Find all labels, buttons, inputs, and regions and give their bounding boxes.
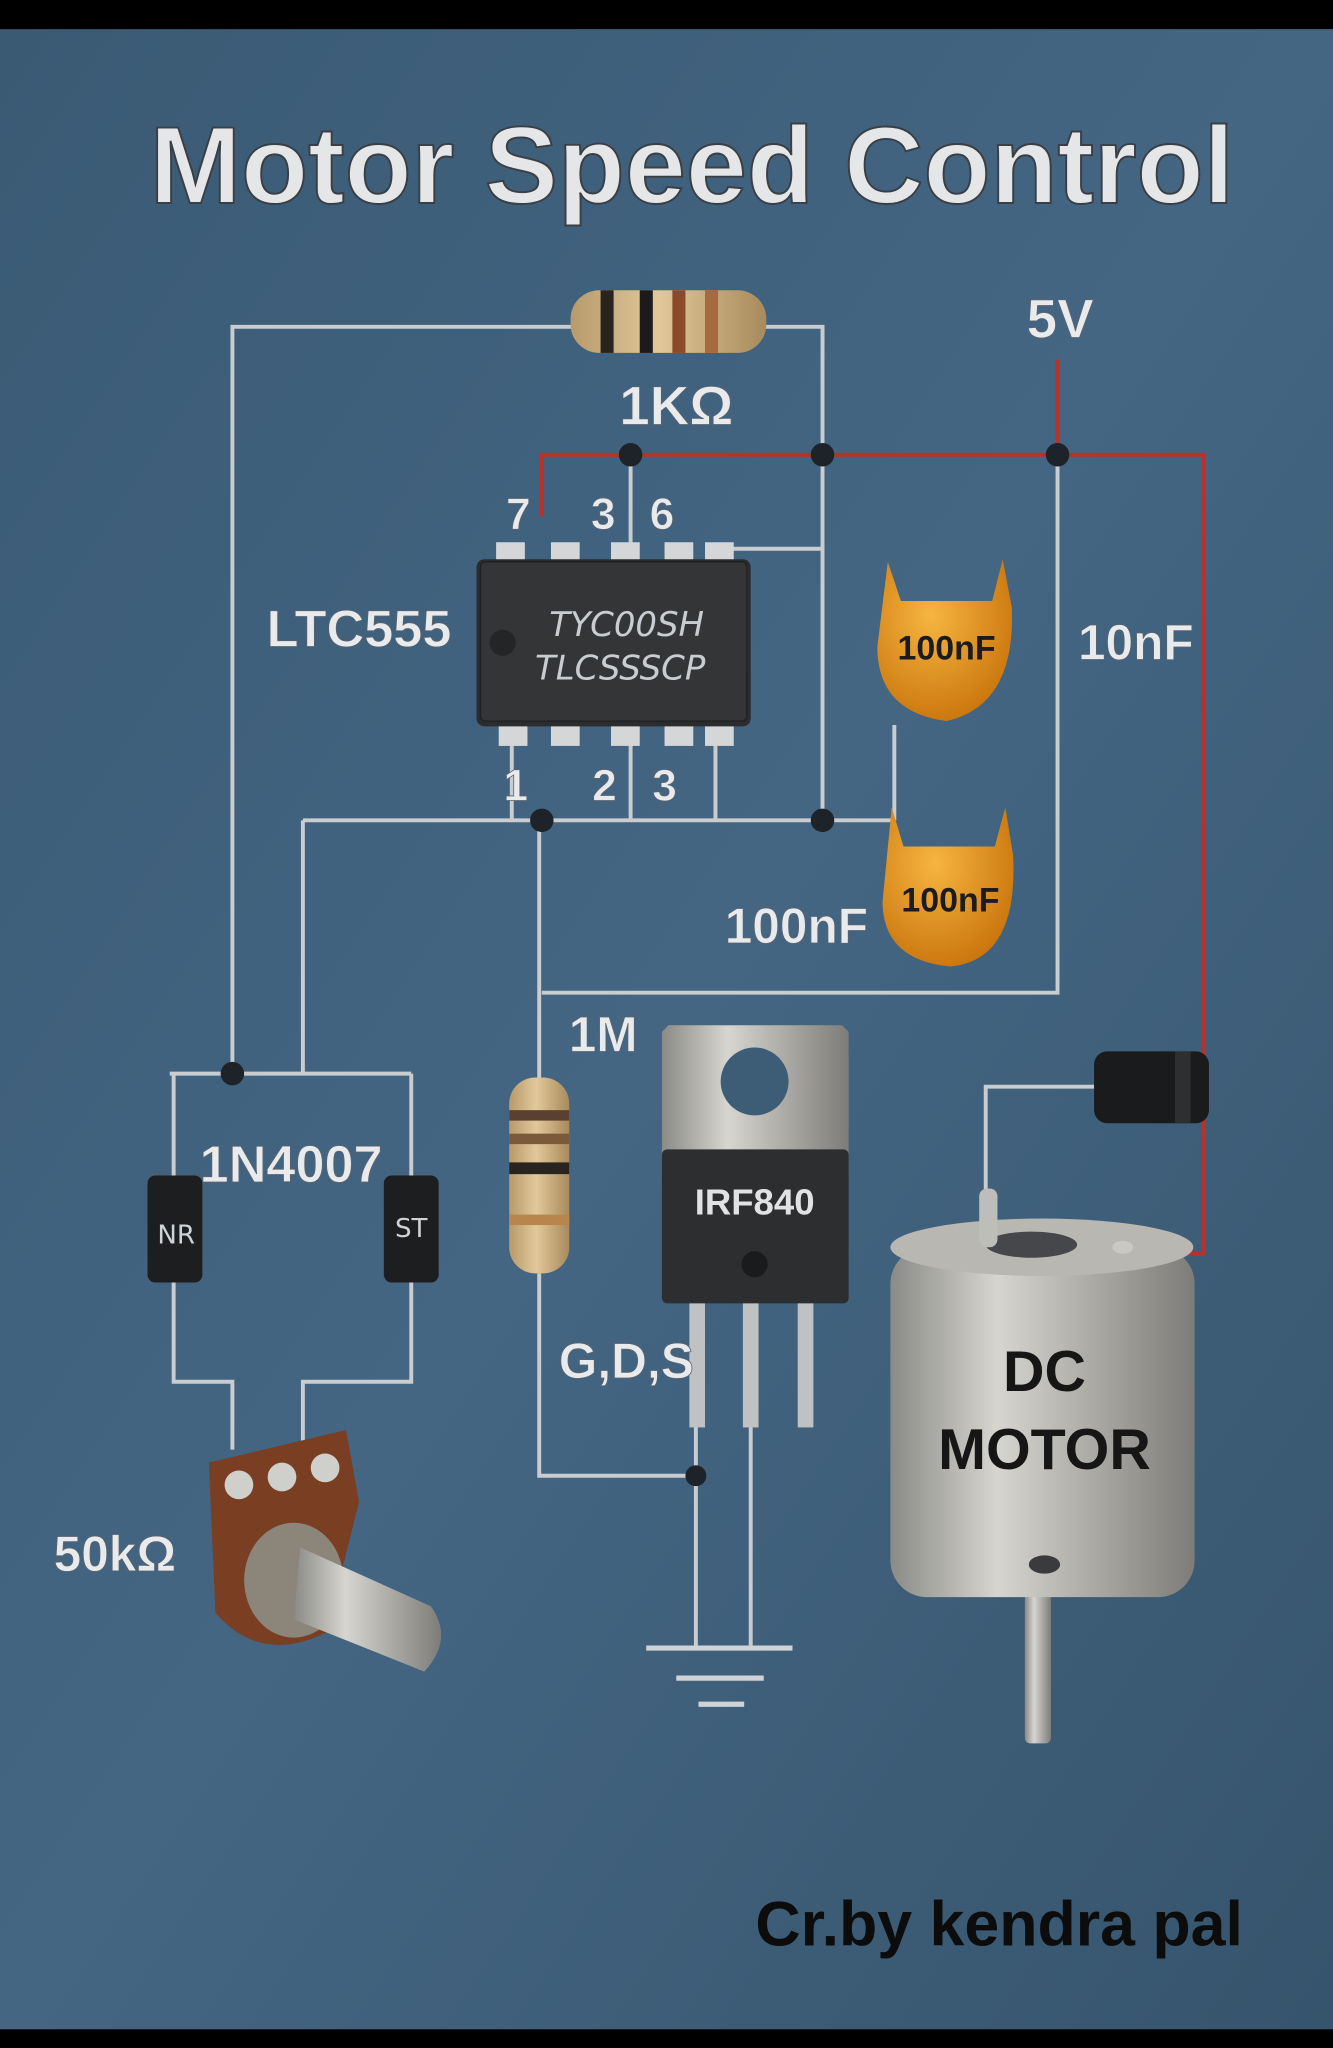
capacitor-2-side-label: 100nF bbox=[725, 898, 868, 954]
diode-right: ST bbox=[383, 1175, 439, 1283]
resistor-1m-label: 1M bbox=[569, 1006, 638, 1062]
resistor-1k bbox=[570, 290, 767, 353]
dc-motor: DC MOTOR bbox=[890, 1188, 1195, 1744]
motor-label-line1: DC bbox=[1003, 1340, 1086, 1404]
capacitor-10nf-label: 10nF bbox=[1078, 615, 1194, 671]
ic-pin-3-top: 3 bbox=[591, 490, 616, 539]
diode-label: 1N4007 bbox=[200, 1136, 383, 1194]
resistor-1k-label: 1KΩ bbox=[619, 375, 733, 437]
ground-symbol bbox=[646, 1645, 793, 1707]
ic-label: LTC555 bbox=[267, 601, 452, 659]
ic-pin-7: 7 bbox=[506, 490, 531, 539]
flyback-diode bbox=[1094, 1051, 1209, 1124]
ic-pin-6: 6 bbox=[650, 490, 675, 539]
ic-555: TYC00SH TLCSSSCP bbox=[476, 542, 751, 746]
ic-marking-1: TYC00SH bbox=[549, 605, 704, 645]
ic-pin-1: 1 bbox=[503, 762, 528, 811]
motor-label-line2: MOTOR bbox=[938, 1418, 1151, 1482]
potentiometer[interactable] bbox=[208, 1430, 442, 1672]
mosfet-pins-label: G,D,S bbox=[559, 1333, 694, 1389]
diode-left: NR bbox=[147, 1175, 203, 1283]
ic-marking-2: TLCSSSCP bbox=[535, 648, 706, 688]
mosfet-irf840: IRF840 bbox=[661, 1025, 849, 1428]
ic-pin-3-bottom: 3 bbox=[652, 762, 677, 811]
diode-left-marking: NR bbox=[157, 1220, 195, 1250]
junction-dots bbox=[220, 443, 1070, 1487]
credit-text: Cr.by kendra pal bbox=[755, 1890, 1243, 1960]
capacitor-2-label: 100nF bbox=[901, 882, 999, 920]
potentiometer-label: 50kΩ bbox=[54, 1526, 177, 1582]
capacitor-2: 100nF bbox=[882, 807, 1014, 967]
capacitor-1: 100nF bbox=[877, 559, 1013, 722]
capacitor-1-label: 100nF bbox=[898, 630, 996, 668]
mosfet-label: IRF840 bbox=[695, 1182, 815, 1223]
supply-label: 5V bbox=[1027, 287, 1094, 349]
diode-right-marking: ST bbox=[395, 1214, 429, 1244]
ic-pin-2: 2 bbox=[592, 762, 617, 811]
resistor-1m bbox=[509, 1077, 570, 1274]
page-title: Motor Speed Control bbox=[150, 105, 1234, 227]
